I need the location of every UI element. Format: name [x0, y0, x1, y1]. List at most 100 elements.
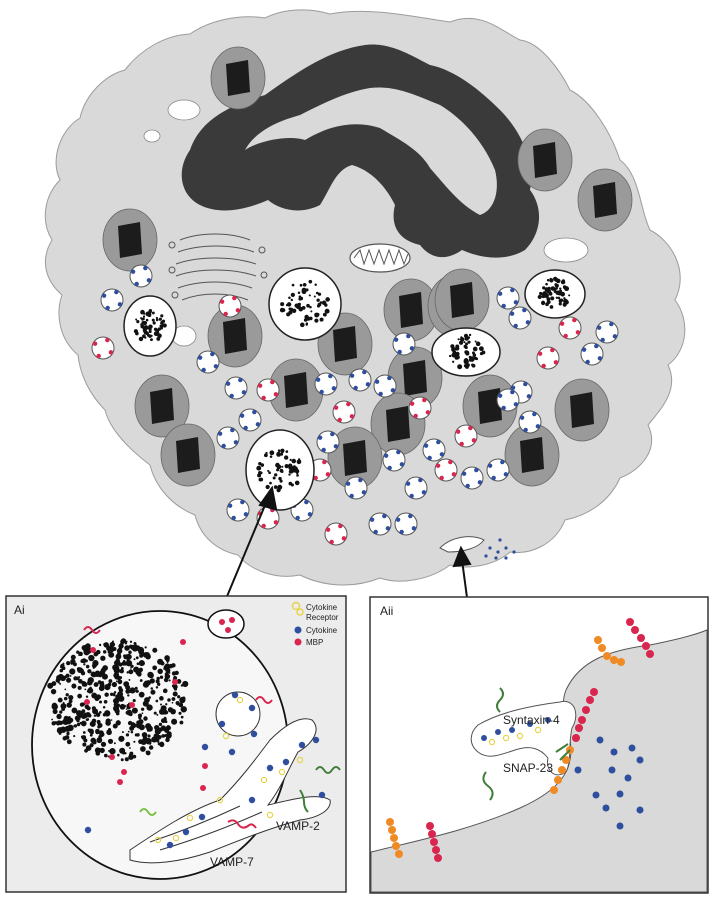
granule-matrix-speckle: [108, 679, 113, 683]
secretory-vesicle: [226, 498, 250, 522]
granule-matrix-speckle: [564, 286, 570, 292]
granule-matrix-speckle: [123, 681, 130, 687]
granule-matrix-speckle: [56, 721, 61, 726]
granule-matrix-speckle: [145, 738, 152, 745]
granule-matrix-speckle: [76, 711, 81, 716]
vesicle-cargo: [497, 291, 503, 296]
legend-cytokine: Cytokine: [306, 626, 338, 635]
vesicle-cargo: [535, 424, 541, 429]
snap-23: [598, 644, 606, 652]
granule-matrix-speckle: [71, 683, 77, 689]
vesicle-cargo: [612, 334, 618, 339]
cytokine-receptor: [154, 836, 162, 844]
granule-matrix-speckle: [164, 673, 171, 680]
granule-matrix-speckle: [286, 302, 292, 307]
vesicle-cargo: [233, 440, 239, 445]
vamp-2-protein: [315, 766, 341, 774]
granule-matrix-speckle: [99, 731, 102, 734]
vesicle-cargo: [387, 465, 392, 471]
released-cytokine: [602, 804, 610, 812]
granule-matrix-speckle: [258, 477, 263, 482]
released-cytokine: [484, 554, 488, 558]
vesicle-cargo: [325, 472, 331, 477]
granule-matrix-speckle: [160, 320, 163, 324]
granule-matrix-speckle: [73, 735, 76, 738]
released-cytokine: [636, 806, 644, 814]
granule-matrix-speckle: [537, 294, 542, 300]
granule-matrix-speckle: [157, 668, 163, 675]
vesicle-cargo: [210, 351, 215, 357]
granule-matrix-speckle: [128, 669, 134, 675]
released-cytokine: [616, 790, 624, 798]
granule-matrix-speckle: [81, 683, 86, 687]
granule-matrix-speckle: [148, 745, 154, 750]
granule-matrix-speckle: [117, 691, 124, 698]
eosinophil-cell: [44, 9, 686, 586]
granule-matrix-speckle: [155, 316, 159, 320]
cytokine-dot: [312, 736, 320, 744]
granule-matrix-speckle: [323, 313, 327, 317]
vesicle-cargo: [399, 529, 404, 535]
granule-matrix-speckle: [136, 320, 140, 324]
vesicle-cargo: [333, 444, 339, 449]
secretory-vesicles: [91, 264, 619, 546]
granule-matrix-speckle: [324, 308, 330, 314]
granule-matrix-speckle: [258, 461, 262, 466]
granule-matrix-speckle: [144, 646, 147, 649]
vesicle-cargo: [322, 459, 327, 465]
vesicle-cargo: [325, 527, 331, 532]
granule-matrix-speckle: [95, 729, 100, 735]
vesicle-cargo: [329, 539, 334, 545]
vesicle-cargo: [328, 373, 333, 379]
granule-matrix-speckle: [272, 476, 276, 480]
cytokine-dot: [228, 748, 236, 756]
granule-matrix-speckle: [135, 331, 139, 336]
secretory-vesicle: [460, 466, 484, 490]
granule-matrix-speckle: [155, 686, 159, 689]
granule-matrix-speckle: [475, 357, 478, 360]
vesicle-cargo: [331, 386, 337, 391]
granule-matrix-speckle: [157, 734, 162, 740]
released-cytokine: [488, 546, 492, 550]
secretory-vesicle: [518, 410, 542, 434]
cytokine-dot: [481, 735, 487, 741]
granule-matrix-speckle: [73, 724, 78, 728]
granule-matrix-speckle: [112, 664, 119, 671]
lipid-bodies: [143, 99, 589, 347]
granule-matrix-speckle: [155, 318, 159, 322]
cytokine-icon: [294, 626, 302, 634]
cytokine-receptor: [266, 811, 274, 819]
vesicle-cargo: [273, 392, 279, 397]
granule-matrix-speckle: [283, 455, 289, 460]
syntaxin-4: [590, 688, 598, 696]
vesicle-cargo: [346, 401, 351, 407]
granule-matrix-speckle: [69, 675, 72, 677]
granule-matrix-speckle: [68, 694, 74, 701]
granule-matrix-speckle: [465, 350, 469, 354]
granule-matrix-speckle: [97, 725, 101, 729]
granule-matrix-speckle: [452, 360, 455, 363]
cytokine-dot: [545, 717, 551, 723]
granule-matrix-speckle: [107, 727, 112, 732]
secretory-vesicle: [238, 408, 262, 432]
granule-matrix-speckle: [181, 706, 187, 711]
granule-matrix-speckle: [103, 642, 107, 646]
granule-matrix-speckle: [319, 317, 324, 322]
snap-23: [550, 786, 558, 794]
vesicle-cargo: [365, 382, 371, 387]
granule-matrix-speckle: [555, 296, 559, 300]
granule-matrix-speckle: [559, 287, 562, 290]
granule-matrix-speckle: [87, 688, 92, 693]
vesicle-cargo: [559, 321, 565, 326]
granule-matrix-speckle: [308, 294, 311, 297]
granule-matrix-speckle: [549, 305, 554, 309]
vesicle-cargo: [349, 414, 355, 419]
cytokine-receptor: [296, 756, 304, 764]
granule-matrix-speckle: [97, 680, 102, 684]
cytokine-receptor: [502, 734, 510, 742]
granule-matrix-speckle: [289, 469, 294, 474]
granule-matrix-speckle: [156, 739, 160, 743]
panel-aii-label: Aii: [380, 604, 393, 618]
granule-matrix-speckle: [468, 333, 472, 337]
